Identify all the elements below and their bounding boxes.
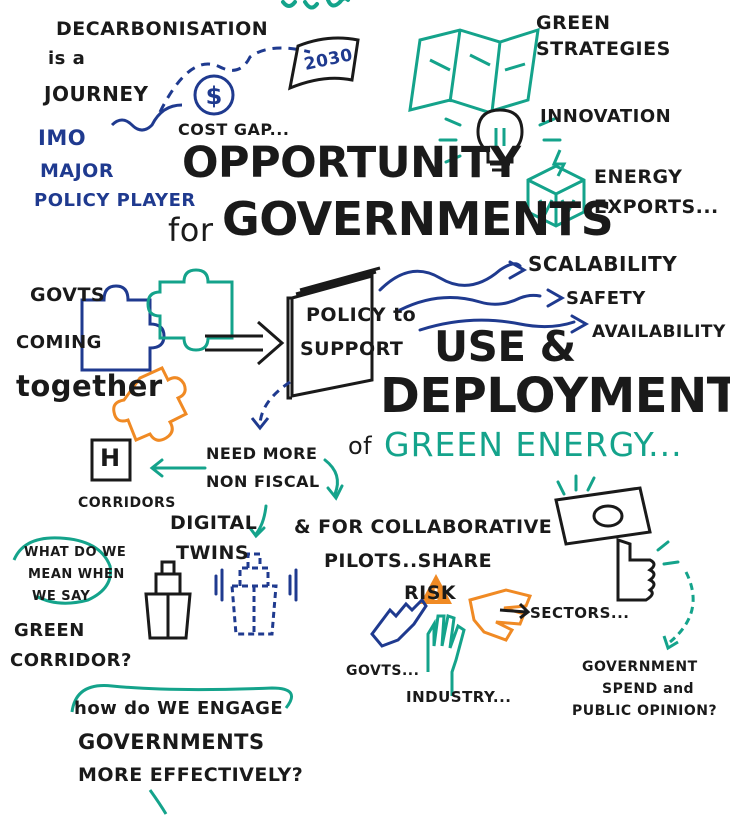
governments-heading: GOVERNMENTS — [222, 192, 614, 246]
exports-label: EXPORTS... — [594, 196, 719, 218]
hand-teal-icon — [426, 614, 466, 696]
hand-orange-icon — [468, 588, 533, 642]
risk-label: RISK — [404, 582, 457, 604]
corridor-question-line-1: WHAT do WE — [24, 545, 127, 560]
svg-text:!: ! — [432, 585, 439, 604]
corridor-question-line-5: CORRIDOR? — [10, 650, 132, 671]
corridor-question-line-4: GREEN — [14, 620, 85, 641]
energy-bolt — [551, 149, 567, 177]
sectors-arrow — [499, 602, 531, 620]
risk-warning-icon: ! — [420, 574, 452, 604]
pilots-share-label: PILOTS..SHARE — [324, 550, 493, 572]
spend-label-line-2: SPEND and — [602, 681, 695, 697]
scalability-arrows — [378, 260, 590, 334]
digital-twin-marks — [214, 568, 298, 602]
puzzle-orange-icon — [112, 366, 189, 442]
corridor-question-line-3: WE SAY — [32, 589, 91, 604]
energy-label: ENERGY — [594, 166, 683, 188]
for-label: for — [168, 211, 214, 249]
green-strategies-label-2: STRATEGIES — [536, 38, 671, 60]
digital-label: DIGITAL — [170, 512, 258, 534]
corridors-label: CORRIDORS — [78, 495, 176, 511]
govts-label: GOVTS — [30, 284, 106, 306]
lightbulb-rays — [438, 117, 562, 164]
spend-dashed-arrow — [669, 571, 695, 644]
svg-text:$: $ — [206, 82, 223, 110]
support-label: SUPPORT — [300, 338, 404, 360]
need-more-arrows — [149, 458, 344, 539]
money-rays — [556, 474, 680, 566]
thumbs-up-icon — [616, 537, 656, 602]
decarbonisation-label: DECARBONISATION — [56, 18, 269, 40]
policy-player-wave — [40, 106, 100, 114]
ship-icon — [144, 560, 192, 640]
question-outline-engage-bottom — [148, 789, 168, 815]
money-note-icon — [554, 486, 652, 546]
need-more-label: NEED MORE — [206, 444, 318, 463]
digital-twin-ship-icon — [230, 552, 278, 636]
sectors-label: SECTORS... — [530, 604, 630, 622]
scalability-label: SCALABILITY — [528, 252, 678, 276]
policy-player-label: POLICY PLAYER — [34, 190, 196, 211]
puzzle-teal-icon — [146, 268, 234, 352]
use-and-heading: USE & — [434, 322, 576, 371]
journey-path — [158, 46, 311, 113]
engage-question-line-1: how do WE ENGAGE — [74, 698, 284, 719]
govts-hand-label: GOVTS... — [346, 663, 420, 679]
hand-blue-icon — [370, 597, 428, 648]
industry-label: INDUSTRY... — [406, 688, 512, 706]
deployment-heading: DEPLOYMENT — [380, 368, 730, 424]
collaborative-label: & for COLLABORATIVE — [294, 516, 553, 538]
question-outline-engage — [70, 684, 294, 713]
major-label: MAJOR — [40, 160, 114, 182]
deployment-dashed-arrow — [258, 380, 291, 427]
puzzle-blue-icon — [80, 284, 166, 372]
availability-label: AVAILABILITY — [592, 322, 726, 342]
green-strategies-label-1: GREEN — [536, 12, 611, 34]
flag-2030-icon — [288, 36, 360, 91]
dollar-coin-icon: $ — [193, 74, 235, 116]
policy-book-icon — [286, 266, 381, 400]
together-label: together — [16, 369, 163, 403]
big-arrow-icon — [205, 320, 285, 366]
journey-wave — [110, 103, 183, 132]
h2-box-icon — [90, 438, 132, 482]
folded-map-icon — [408, 27, 540, 114]
energy-cube-icon — [526, 164, 586, 228]
opportunity-heading: OPPORTUNITY — [182, 138, 521, 188]
spend-label-line-3: PUBLIC OPINION? — [572, 703, 718, 719]
is-a-label: is a — [48, 48, 86, 69]
corridor-question-line-2: MEAN when — [28, 567, 125, 582]
imo-label: IMO — [38, 126, 87, 150]
lightbulb-icon — [476, 108, 524, 172]
engage-question-line-3: MORE EFFECTIVELY? — [78, 764, 304, 786]
of-label: of — [348, 432, 373, 460]
green-energy-heading: GREEN ENERGY... — [384, 425, 683, 464]
question-outline-corridor — [12, 536, 113, 605]
cost-gap-label: COST GAP... — [178, 120, 290, 139]
twins-label: TWINS — [176, 542, 250, 564]
innovation-label: INNOVATION — [540, 106, 672, 127]
engage-question-line-2: GOVERNMENTS — [78, 730, 265, 754]
h2-label: H — [100, 444, 121, 472]
coming-label: COMING — [16, 332, 102, 353]
top-teal-marks — [281, 0, 350, 10]
spend-label-line-1: GOVERNMENT — [582, 659, 698, 675]
journey-label: JOURNEY — [44, 82, 149, 106]
non-fiscal-label: NON FISCAL — [206, 472, 320, 491]
safety-label: SAFETY — [566, 288, 646, 309]
policy-to-label: POLICY to — [306, 304, 417, 326]
